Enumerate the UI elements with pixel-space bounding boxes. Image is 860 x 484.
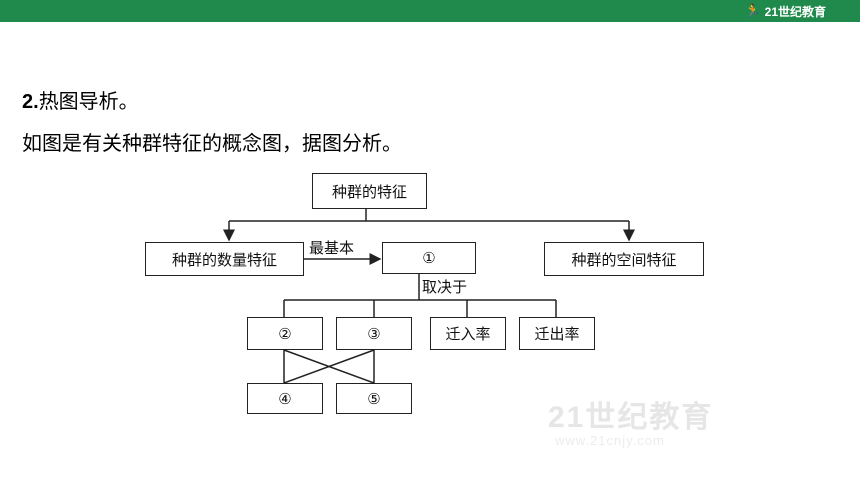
runner-icon: 🏃 xyxy=(744,3,761,18)
site-logo: 🏃 21世纪教育 xyxy=(744,2,826,20)
section-heading: 2.热图导析。 xyxy=(22,85,139,114)
node-emigration-rate: 迁出率 xyxy=(519,317,595,350)
node-5: ⑤ xyxy=(336,383,412,414)
node-immigration-rate: 迁入率 xyxy=(430,317,506,350)
heading-number: 2. xyxy=(22,91,39,113)
edge-label-depends-on: 取决于 xyxy=(422,278,468,296)
node-4: ④ xyxy=(247,383,323,414)
intro-text: 如图是有关种群特征的概念图，据图分析。 xyxy=(22,131,402,155)
watermark-url: www.21cnjy.com xyxy=(555,433,665,448)
node-3: ③ xyxy=(336,317,412,350)
node-spatial-features: 种群的空间特征 xyxy=(544,242,704,276)
logo-text: 21世纪教育 xyxy=(764,4,826,19)
edge-label-most-basic: 最基本 xyxy=(309,239,355,257)
watermark-logo: 21世纪教育 xyxy=(548,401,714,434)
node-population-features: 种群的特征 xyxy=(312,173,427,209)
heading-text: 热图导析。 xyxy=(38,89,139,113)
node-2: ② xyxy=(247,317,323,350)
top-header-bar: 🏃 21世纪教育 xyxy=(0,0,860,22)
node-quantity-features: 种群的数量特征 xyxy=(145,242,304,276)
node-1: ① xyxy=(382,242,476,274)
